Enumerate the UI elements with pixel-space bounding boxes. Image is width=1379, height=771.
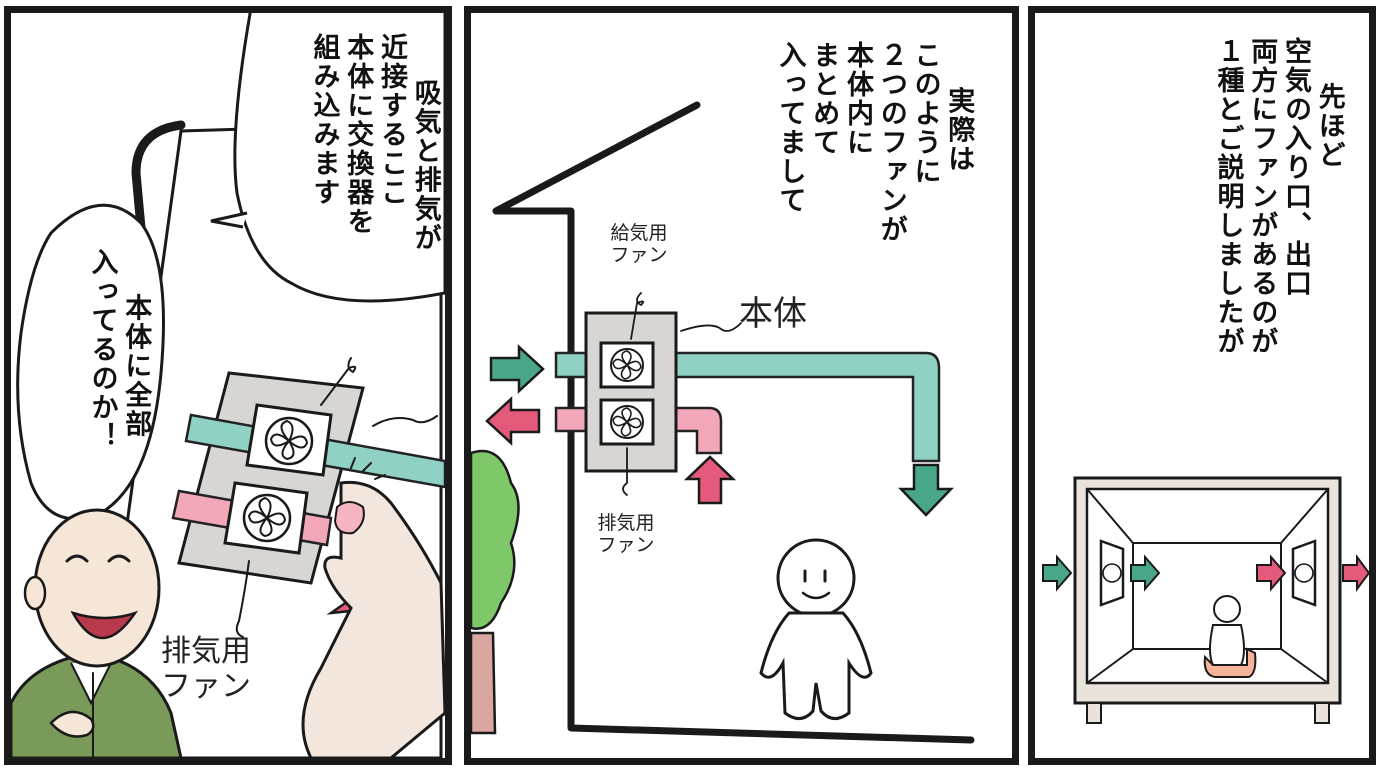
- fist: [49, 710, 95, 738]
- chair: [1203, 647, 1257, 678]
- speech-text-top: 吸気と排気が近接するここ本体に交換器を組み込みます: [308, 33, 441, 253]
- panel-center-art: [471, 101, 975, 744]
- manga-panel-left: 吸気と排気が近接するここ本体に交換器を組み込みます 本体に全部入ってるのか！ 排…: [4, 6, 452, 765]
- arrow-in-inside: [1130, 554, 1161, 592]
- arrow-in-outside: [1042, 554, 1073, 592]
- face: [33, 508, 161, 668]
- tree-trunk: [471, 631, 497, 735]
- supply-in-arrow: [489, 344, 545, 394]
- man-character: [11, 508, 183, 758]
- exhaust-out-arrow: [485, 396, 541, 446]
- supply-down-arrow: [898, 463, 954, 517]
- fingernail: [333, 501, 365, 535]
- tree-foliage: [471, 449, 520, 630]
- panel-right-art: [1042, 476, 1369, 724]
- arrow-out-inside: [1256, 554, 1287, 592]
- exhaust-fan-label: 排気用 ファン: [597, 512, 655, 556]
- exhaust-up-arrow: [683, 455, 737, 505]
- fan-lower: [223, 481, 309, 555]
- panel-left-art: [11, 13, 445, 758]
- fan-label-partial: 排気用 ファン: [161, 634, 251, 704]
- person-figure: [759, 538, 873, 720]
- arrow-out-outside: [1342, 554, 1369, 592]
- unit-label: 本体: [739, 294, 807, 334]
- hand: [301, 480, 445, 758]
- supply-fan-label: 給気用 ファン: [610, 222, 668, 266]
- speech-bubble-top: [233, 13, 445, 303]
- house-outline: [492, 101, 975, 744]
- speech-text-bottom: 本体に全部入ってるのか！: [86, 248, 152, 451]
- seated-person: [1203, 595, 1257, 678]
- fan-upper: [245, 403, 333, 477]
- mouth: [70, 610, 139, 640]
